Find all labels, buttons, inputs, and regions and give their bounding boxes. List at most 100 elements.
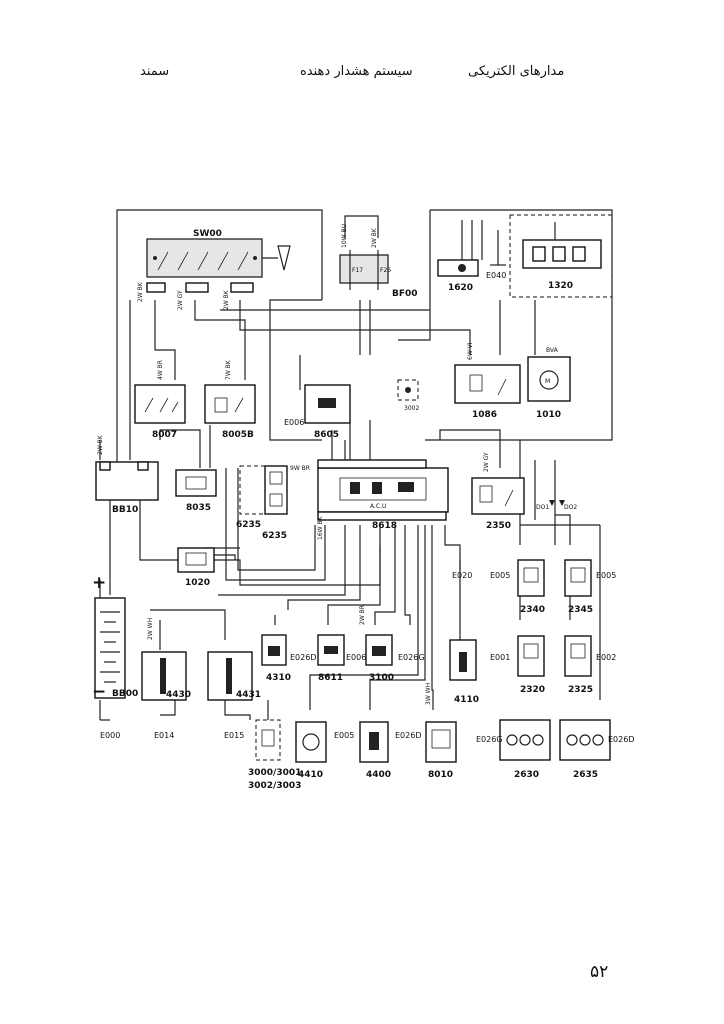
c2320-block: 2320 E001 (490, 635, 545, 695)
c2635-label: 2635 (573, 770, 598, 780)
ground-e005c: E005 (334, 731, 354, 740)
c8010-block: 8010 3W WH (425, 683, 457, 780)
c2350-block: 2350 2W GY (471, 452, 525, 531)
c1320-label: 1320 (548, 281, 573, 291)
svg-text:2W BR: 2W BR (359, 605, 366, 625)
bb00-battery: + − BB00 E000 (92, 573, 138, 740)
c4431-block: 4431 E015 (207, 651, 261, 740)
ground-e026g2: E026G (476, 735, 503, 744)
c1620-label: 1620 (448, 283, 473, 293)
c6235b-label: 6235 (262, 531, 287, 541)
svg-text:+: + (92, 573, 106, 593)
c1320-block: 1320 (509, 214, 613, 298)
bb10-label: BB10 (112, 505, 138, 515)
bb00-label: BB00 (112, 689, 138, 699)
c2345-label: 2345 (568, 605, 593, 615)
sw00-label: SW00 (193, 229, 222, 239)
svg-text:DO1: DO1 (536, 504, 549, 511)
ground-e020: E020 (452, 571, 472, 580)
ground-e015: E015 (224, 731, 244, 740)
ground-e002: E002 (596, 653, 616, 662)
ground-e006b: E006 (346, 653, 366, 662)
svg-text:M: M (545, 378, 550, 385)
ground-e006: E006 (284, 418, 304, 427)
svg-text:−: − (92, 682, 106, 702)
c3000b-label: 3002/3003 (248, 781, 301, 791)
svg-text:BVA: BVA (546, 347, 559, 354)
bb10-block: BB10 2W BK (95, 434, 159, 515)
ground-e000: E000 (100, 731, 120, 740)
svg-text:2W WH: 2W WH (147, 618, 154, 640)
c2345-block: 2345 E005 (564, 559, 616, 615)
c8007-label: 8007 (152, 430, 177, 440)
ground-e005b: E005 (596, 571, 616, 580)
svg-text:2W GY: 2W GY (177, 290, 184, 310)
c1020-label: 1020 (185, 578, 210, 588)
c8010-label: 8010 (428, 770, 453, 780)
c8611-block: 8611 E006 (317, 634, 366, 683)
page-number: ۵۲ (590, 962, 609, 982)
c8005b-block: 8005B 7W BK (204, 359, 256, 440)
c3100-block: 3100 E026G 2W BR (359, 605, 425, 683)
c2320-label: 2320 (520, 685, 545, 695)
c8007-block: 8007 4W BR (134, 360, 186, 440)
c4400-block: 4400 E026D (359, 721, 421, 780)
c2630-block: 2630 E026G (476, 719, 551, 780)
header-model: سمند (140, 64, 170, 79)
c8618-label: 8618 (372, 521, 397, 531)
svg-text:2W GY: 2W GY (483, 452, 490, 472)
c8605-block: 8605 E006 (284, 384, 351, 440)
c4431-label: 4431 (236, 690, 261, 700)
c8611-label: 8611 (318, 673, 343, 683)
ground-e005a: E005 (490, 571, 510, 580)
svg-text:2W BK: 2W BK (97, 434, 104, 455)
c2340-label: 2340 (520, 605, 545, 615)
c1086-label: 1086 (472, 410, 497, 420)
c8035-label: 8035 (186, 503, 211, 513)
svg-text:2W BK: 2W BK (137, 281, 144, 302)
ground-e026d2: E026D (395, 731, 421, 740)
c1020-block: 1020 (177, 547, 215, 588)
sw00-switch: SW00 2W BK 2W GY 2W BK (137, 229, 291, 310)
c1010-block: M BVA 1010 (527, 347, 571, 420)
c2630-label: 2630 (514, 770, 539, 780)
c3100-label: 3100 (369, 673, 394, 683)
c4400-label: 4400 (366, 770, 391, 780)
c4110-block: 4110 (449, 639, 479, 705)
svg-text:10W BU: 10W BU (341, 224, 348, 248)
c3002-block: 3002 (397, 379, 419, 412)
header-chapter: مدارهای الکتریکی (468, 64, 565, 79)
svg-text:F17: F17 (352, 267, 363, 274)
c6235a-label: 6235 (236, 520, 261, 530)
c4410-block: 4410 E005 (295, 721, 354, 780)
header-section: سیستم هشدار دهنده (300, 64, 413, 79)
svg-text:4W BR: 4W BR (157, 360, 164, 380)
svg-text:7W BK: 7W BK (225, 359, 232, 380)
c1010-label: 1010 (536, 410, 561, 420)
ground-e026d: E026D (290, 653, 316, 662)
c8005b-label: 8005B (222, 430, 254, 440)
svg-text:16W BK: 16W BK (317, 515, 324, 540)
svg-text:F26: F26 (380, 267, 391, 274)
c4310-label: 4310 (266, 673, 291, 683)
ground-e014: E014 (154, 731, 174, 740)
c4410-label: 4410 (298, 770, 323, 780)
c3000-block: 3000/3001 3002/3003 (248, 719, 301, 791)
bf00-label: BF00 (392, 289, 418, 299)
c4430-block: 4430 E014 2W WH (141, 618, 191, 740)
c4430-label: 4430 (166, 690, 191, 700)
c8035-block: 8035 (175, 469, 217, 513)
svg-text:3W WH: 3W WH (425, 683, 432, 705)
bf00-fusebox: F17 F26 BF00 10W BU 2W BK (339, 224, 418, 299)
ground-e026d3: E026D (608, 735, 634, 744)
c2325-block: 2325 E002 (564, 635, 616, 695)
svg-text:9W BR: 9W BR (290, 465, 310, 472)
diodes: DO1 DO2 (536, 500, 577, 511)
svg-text:3002: 3002 (404, 405, 419, 412)
c8605-label: 8605 (314, 430, 339, 440)
c3000a-label: 3000/3001 (248, 768, 301, 778)
c6235-block: 6235 6235 9W BR (236, 465, 310, 541)
ground-e040: E040 (486, 271, 506, 280)
c4310-block: 4310 E026D (261, 634, 316, 683)
